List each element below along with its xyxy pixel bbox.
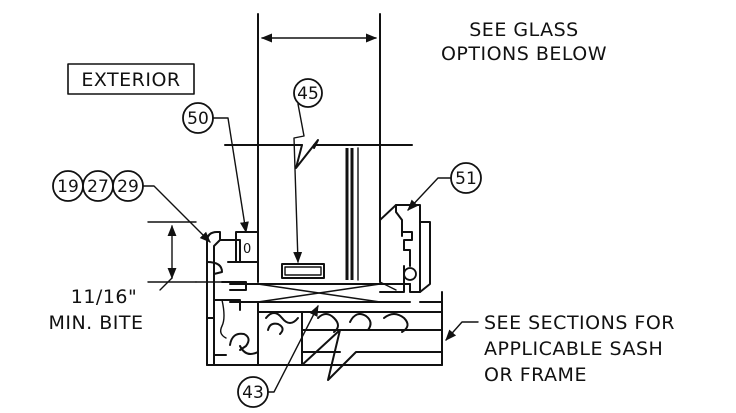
bite-note-line2: MIN. BITE (48, 312, 143, 334)
bite-note-line1: 11/16" (71, 286, 138, 308)
setting-block (281, 263, 325, 279)
callout-43-label: 43 (242, 383, 264, 403)
callout-50: 50 (182, 102, 249, 234)
callout-27-label: 27 (87, 177, 109, 197)
callout-51: 51 (407, 162, 482, 211)
sections-note-line2: APPLICABLE SASH (484, 338, 663, 360)
sash-extrusion (206, 289, 443, 381)
glass-note-line1: SEE GLASS (469, 19, 578, 41)
callout-29-label: 29 (117, 177, 139, 197)
svg-text:0: 0 (243, 242, 251, 257)
callout-45-label: 45 (297, 84, 319, 104)
exterior-box (67, 63, 195, 95)
callout-50-label: 50 (187, 109, 209, 129)
sections-note-line1: SEE SECTIONS FOR (484, 312, 675, 334)
callout-19-label: 19 (57, 177, 79, 197)
callout-51-label: 51 (455, 169, 477, 189)
callout-group-19-27-29: 19 27 29 (52, 170, 211, 243)
glazing-seal (229, 283, 411, 303)
bite-dimension (147, 221, 231, 291)
sections-leader (445, 321, 479, 341)
callout-45: 45 (293, 78, 323, 264)
callout-43: 43 (237, 305, 319, 408)
interior-glazing-stop (379, 204, 431, 293)
sections-note-line3: OR FRAME (484, 364, 587, 386)
exterior-label: EXTERIOR (81, 69, 180, 91)
glass-note-line2: OPTIONS BELOW (441, 43, 607, 65)
glass-panel (224, 13, 413, 283)
